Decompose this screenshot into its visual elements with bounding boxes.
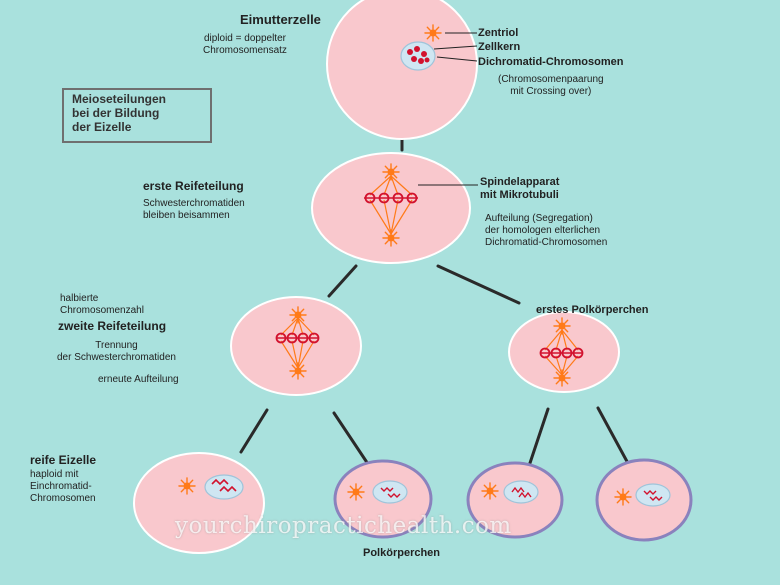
centriole-icon — [614, 488, 632, 506]
watermark-text: yourchiropractichealth.com — [175, 513, 512, 539]
centriole-icon — [553, 317, 571, 335]
label-diploid: diploid = doppelter Chromosomensatz — [203, 33, 287, 57]
second-division-cell — [230, 296, 362, 396]
label-zweite-reifeteilung: zweite Reifeteilung — [58, 319, 167, 333]
centriole-icon — [289, 306, 307, 324]
label-spindelapparat-text: Spindelapparat mit Mikrotubuli — [480, 176, 560, 201]
label-halbierte: halbierte Chromosomenzahl — [60, 293, 144, 317]
mother-cell — [326, 0, 478, 140]
label-aufteilung: Aufteilung (Segregation) der homologen e… — [485, 213, 607, 248]
title-line-1: Meioseteilungen — [72, 92, 167, 106]
label-polkoerperchen: Polkörperchen — [363, 547, 441, 559]
centriole-icon — [553, 369, 571, 387]
centriole-icon — [382, 229, 400, 247]
label-schwesterchromatiden-text: Schwesterchromatiden bleiben beisammen — [143, 198, 245, 221]
label-schwesterchromatiden: Schwesterchromatiden bleiben beisammen — [143, 198, 245, 222]
label-haploid-text: haploid mit Einchromatid- Chromosomen — [30, 469, 96, 504]
polar-body-3 — [595, 458, 693, 542]
lineage-lines — [239, 121, 632, 469]
label-erneute: erneute Aufteilung — [98, 374, 179, 385]
label-spindelapparat: Spindelapparat mit Mikrotubuli — [480, 176, 559, 202]
label-dichromatid: Dichromatid-Chromosomen — [478, 56, 624, 68]
title-line-3: der Eizelle — [72, 119, 132, 134]
label-chromosomenpaarung: (Chromosomenpaarung mit Crossing over) — [498, 74, 604, 98]
label-aufteilung-text: Aufteilung (Segregation) der homologen e… — [485, 213, 608, 248]
label-erste-reifeteilung: erste Reifeteilung — [143, 179, 244, 193]
polar-body-2 — [466, 461, 564, 539]
title-box: Meioseteilungen bei der Bildung der Eize… — [62, 88, 212, 143]
label-diploid-text: diploid = doppelter Chromosomensatz — [203, 33, 287, 56]
centriole-icon — [347, 483, 365, 501]
label-chromosomenpaarung-text: (Chromosomenpaarung mit Crossing over) — [498, 74, 604, 97]
label-eimutterzelle: Eimutterzelle — [240, 12, 321, 27]
polar-body-1 — [333, 459, 433, 539]
label-zentriol: Zentriol — [478, 27, 519, 39]
label-trennung: Trennung der Schwesterchromatiden — [57, 340, 176, 364]
label-erstes-polkoerperchen: erstes Polkörperchen — [536, 304, 649, 316]
first-division-cell — [311, 152, 478, 264]
centriole-icon — [424, 24, 442, 42]
centriole-icon — [481, 482, 499, 500]
label-halbierte-text: halbierte Chromosomenzahl — [60, 293, 144, 316]
label-reife-eizelle: reife Eizelle — [30, 453, 97, 467]
centriole-icon — [178, 477, 196, 495]
title-line-2: bei der Bildung — [72, 105, 160, 120]
chromosome-cluster — [407, 46, 430, 64]
centriole-icon — [289, 362, 307, 380]
spindle-apparatus — [369, 175, 413, 235]
nucleus — [400, 41, 436, 71]
centriole-icon — [382, 163, 400, 181]
chromosome-row — [364, 192, 418, 204]
mature-egg-cell — [133, 452, 265, 554]
chromosome-row — [275, 332, 320, 344]
label-zellkern: Zellkern — [478, 41, 521, 53]
first-polar-body-cell — [508, 311, 620, 393]
label-haploid: haploid mit Einchromatid- Chromosomen — [30, 469, 96, 504]
chromosome-row — [539, 347, 584, 359]
label-trennung-text: Trennung der Schwesterchromatiden — [57, 340, 176, 363]
